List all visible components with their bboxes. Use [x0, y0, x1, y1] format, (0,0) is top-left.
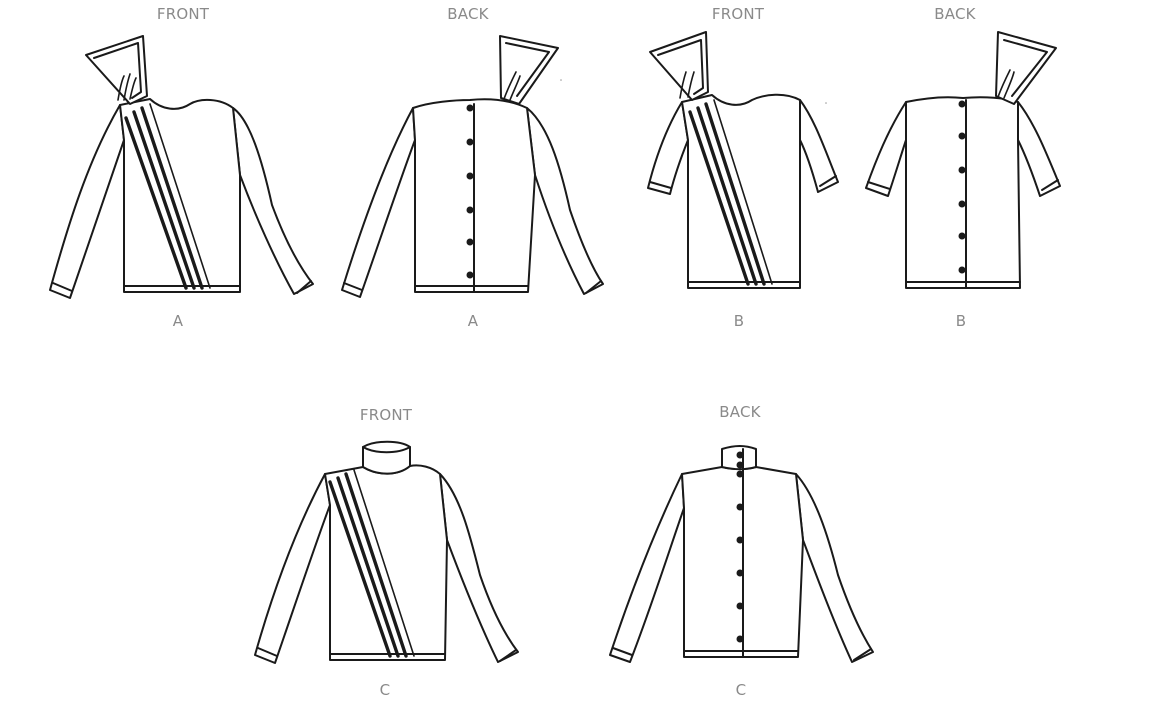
- button: [958, 166, 966, 174]
- garment-c-front: [254, 440, 519, 664]
- right-sleeve: [526, 107, 604, 295]
- left-cuff: [257, 647, 278, 657]
- button: [466, 206, 474, 214]
- body: [681, 93, 801, 289]
- left-cuff: [867, 181, 891, 190]
- right-cuff: [819, 175, 837, 187]
- collar-fold: [362, 446, 411, 454]
- view-label-back: BACK: [447, 5, 489, 23]
- diagonal-tuck-4: [713, 99, 773, 285]
- shoulder-ruffle: [85, 35, 148, 105]
- garment-c-back: [609, 445, 874, 663]
- button: [958, 200, 966, 208]
- right-sleeve: [439, 473, 519, 663]
- button: [736, 569, 744, 577]
- speck: [825, 102, 827, 104]
- right-sleeve: [795, 473, 874, 663]
- garment-a-back: [341, 35, 604, 298]
- left-cuff: [52, 282, 73, 292]
- diagonal-tuck-3: [140, 106, 204, 290]
- left-sleeve: [609, 473, 685, 663]
- left-cuff: [649, 181, 672, 189]
- button: [466, 172, 474, 180]
- body: [905, 96, 1021, 289]
- shoulder-ruffle: [649, 31, 709, 101]
- left-sleeve: [865, 101, 907, 197]
- diagonal-tuck-1: [124, 116, 188, 290]
- left-cuff: [343, 282, 363, 291]
- button: [736, 635, 744, 643]
- button: [466, 104, 474, 112]
- ruffle-inner: [1003, 39, 1048, 97]
- button: [736, 451, 744, 459]
- button: [466, 238, 474, 246]
- right-cuff: [1041, 179, 1059, 191]
- button: [736, 461, 744, 469]
- variant-label: B: [955, 312, 967, 330]
- button: [466, 271, 474, 279]
- view-label-front: FRONT: [156, 5, 210, 23]
- ruffle-gathers: [503, 71, 521, 101]
- right-cuff: [499, 649, 517, 662]
- diagonal-tuck-4: [149, 103, 211, 289]
- right-sleeve: [232, 107, 314, 295]
- shoulder-ruffle: [995, 31, 1057, 105]
- variant-label: C: [735, 681, 747, 699]
- left-sleeve: [341, 107, 416, 298]
- ruffle-gathers: [997, 69, 1015, 99]
- right-sleeve: [799, 99, 839, 193]
- view-label-back: BACK: [934, 5, 976, 23]
- right-sleeve: [1017, 101, 1061, 197]
- diagonal-tuck-4: [353, 469, 415, 657]
- left-sleeve: [49, 104, 125, 299]
- diagonal-tuck-1: [688, 110, 750, 286]
- diagonal-tuck-2: [696, 106, 758, 286]
- speck: [560, 79, 562, 81]
- button: [736, 470, 744, 478]
- diagonal-tuck-3: [704, 102, 766, 286]
- ruffle-gathers: [117, 73, 137, 101]
- right-cuff: [853, 648, 872, 661]
- button: [736, 602, 744, 610]
- button: [736, 536, 744, 544]
- right-cuff: [585, 280, 602, 294]
- ruffle-inner: [93, 42, 142, 99]
- right-cuff: [296, 280, 312, 294]
- variant-label: C: [379, 681, 391, 699]
- garment-a-front: [49, 35, 314, 299]
- button: [958, 266, 966, 274]
- diagonal-tuck-2: [336, 476, 400, 658]
- left-sleeve: [254, 473, 331, 664]
- ruffle-gathers: [679, 71, 695, 99]
- ruffle-inner: [505, 42, 550, 97]
- shoulder-ruffle: [499, 35, 559, 105]
- view-label-front: FRONT: [359, 406, 413, 424]
- button: [736, 503, 744, 511]
- view-label-front: FRONT: [711, 5, 765, 23]
- button: [958, 232, 966, 240]
- button: [958, 132, 966, 140]
- diagonal-tuck-3: [344, 472, 408, 658]
- garment-b-front: [647, 31, 839, 289]
- variant-label: B: [733, 312, 745, 330]
- diagonal-tuck-1: [328, 480, 392, 658]
- turtleneck-collar: [362, 440, 411, 475]
- variant-label: A: [172, 312, 184, 330]
- diagonal-tuck-2: [132, 110, 196, 290]
- garment-b-back: [865, 31, 1061, 289]
- variant-label: A: [467, 312, 479, 330]
- left-sleeve: [647, 101, 689, 195]
- left-cuff: [612, 647, 633, 656]
- ruffle-inner: [657, 39, 704, 95]
- button: [958, 100, 966, 108]
- button: [466, 138, 474, 146]
- view-label-back: BACK: [719, 403, 761, 421]
